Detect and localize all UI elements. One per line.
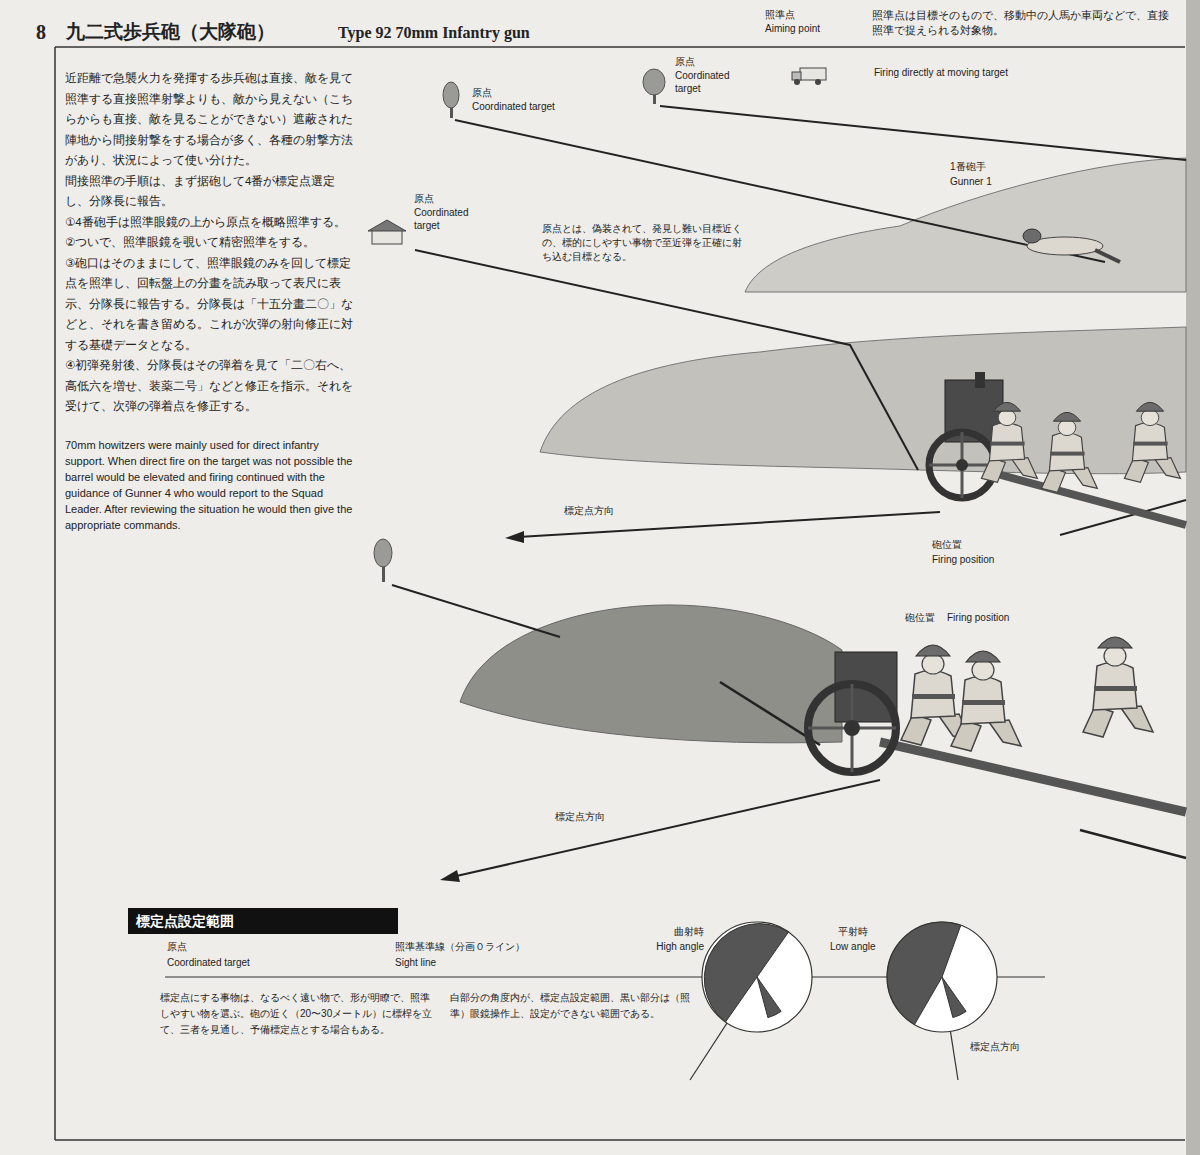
point-label: 原点 [412, 192, 436, 205]
english-body: 70mm howitzers were mainly used for dire… [65, 437, 353, 533]
position-label: 砲位置 [903, 611, 937, 624]
note-text: 白部分の角度内が、標定点設定範囲、黒い部分は（照準）眼鏡操作上、設定ができない範… [450, 990, 708, 1022]
point-label: 原点 [673, 55, 697, 68]
soldier-figure [981, 402, 1037, 482]
page-title: 九二式歩兵砲（大隊砲） [66, 20, 275, 44]
note-text: 標定点にする事物は、なるべく遠い物で、形が明瞭で、照準しやすい物を選ぶ。砲の近く… [160, 990, 435, 1038]
body-text: 近距離で急襲火力を発揮する歩兵砲は直接、敵を見て照準する直接照準射撃よりも、敵か… [65, 68, 353, 171]
point-label: Coordinated target [412, 206, 492, 232]
soldier-figure [1083, 637, 1153, 737]
position-label: Firing position [930, 553, 996, 566]
point-label: Coordinated target [673, 69, 753, 95]
note-text: Firing directly at moving target [872, 66, 1010, 79]
direction-label: 標定点方向 [553, 810, 607, 823]
crew-label: Gunner 1 [948, 175, 994, 188]
sight-line [392, 585, 560, 637]
position-label: 砲位置 [930, 538, 964, 551]
point-label: 照準点 [763, 8, 797, 21]
frame-line [55, 1139, 1185, 1141]
angle-pie [887, 922, 997, 1032]
point-label: Coordinated target [165, 956, 252, 969]
step-text: ①4番砲手は照準眼鏡の上から原点を概略照準する。 [65, 212, 353, 233]
arrowhead [440, 870, 460, 882]
arrowhead [505, 531, 524, 543]
crew-label: 1番砲手 [948, 160, 988, 173]
soldier-figure [951, 651, 1021, 751]
soldier-figure [1041, 412, 1097, 492]
pie-label: 平射時 [836, 925, 870, 938]
tree-icon [374, 539, 392, 582]
point-label: Aiming point [763, 22, 822, 35]
sight-line [1080, 830, 1186, 858]
step-text: ②ついで、照準眼鏡を覗いて精密照準をする。 [65, 232, 353, 253]
infantry-gun [929, 372, 1186, 525]
pie-label: 曲射時 [672, 925, 706, 938]
direction-arrow [452, 780, 880, 877]
section-banner: 標定点設定範囲 [128, 908, 398, 934]
pie-label: Low angle [828, 940, 878, 953]
tree-icon [443, 82, 459, 118]
position-label: Firing position [945, 611, 1011, 624]
sight-line [415, 250, 918, 470]
soldier-figure [1124, 402, 1180, 482]
point-label: 原点 [165, 940, 189, 953]
line-label: 照準基準線（分画０ライン） [393, 940, 527, 953]
step-text: ④初弾発射後、分隊長はその弾着を見て「二〇右へ、高低六を増せ、装薬二号」などと修… [65, 355, 353, 417]
note-text: 照準点は目標そのもので、移動中の人馬か車両などで、直接照準で捉えられる対象物。 [872, 8, 1177, 38]
body-text: 間接照準の手順は、まず据砲して4番が標定点選定し、分隊長に報告。 [65, 171, 353, 212]
truck-icon [792, 68, 826, 85]
hill [540, 327, 1186, 474]
angle-pie [702, 922, 812, 1032]
banner-text: 標定点設定範囲 [136, 912, 390, 930]
frame-line [54, 47, 56, 1140]
sight-line [660, 106, 1186, 160]
frame-line [55, 46, 1185, 48]
direction-label: 標定点方向 [562, 504, 616, 517]
house-icon [368, 220, 406, 244]
page-number: 8 [36, 20, 46, 44]
page-gutter [1186, 0, 1200, 1155]
point-label: Coordinated target [470, 100, 557, 113]
point-label: 原点 [470, 86, 494, 99]
direction-label: 標定点方向 [968, 1040, 1022, 1053]
hill [745, 158, 1186, 292]
gunner-figure [1023, 229, 1120, 262]
pie-label: High angle [654, 940, 706, 953]
note-text: 原点とは、偽装されて、発見し難い目標近くの、標的にしやすい事物で至近弾を正確に射… [540, 222, 744, 264]
tree-icon [643, 69, 665, 104]
english-title: Type 92 70mm Infantry gun [338, 22, 530, 44]
line-label: Sight line [393, 956, 438, 969]
step-text: ③砲口はそのままにして、照準眼鏡のみを回して標定点を照準し、回転盤上の分畫を読み… [65, 253, 353, 356]
